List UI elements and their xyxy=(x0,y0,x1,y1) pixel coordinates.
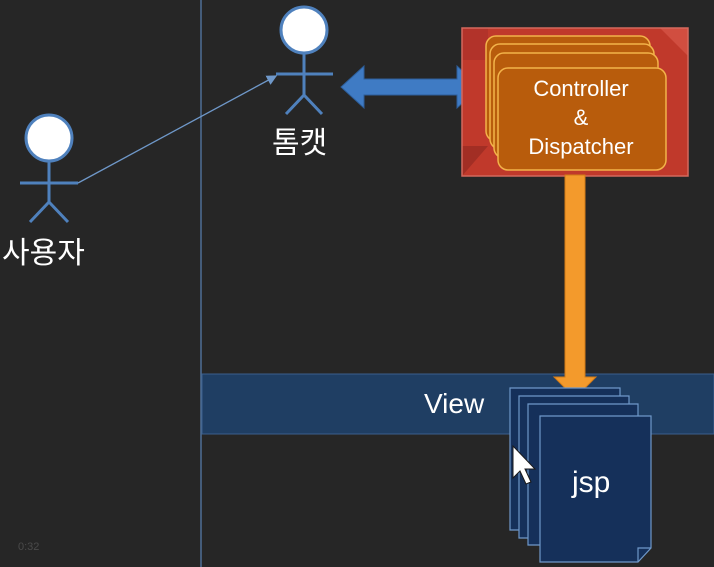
jsp-label: jsp xyxy=(572,466,611,499)
tomcat-controller-double-arrow xyxy=(340,64,481,110)
controller-label-line2: & xyxy=(573,105,589,130)
controller-card-stack xyxy=(485,35,667,171)
user-to-tomcat-connector xyxy=(77,75,278,184)
cursor-icon xyxy=(512,444,537,485)
controller-to-view-arrow xyxy=(552,174,598,399)
video-timestamp: 0:32 xyxy=(18,541,40,553)
controller-label-line1: Controller xyxy=(533,76,629,101)
controller-label: Controller & Dispatcher xyxy=(500,74,662,161)
jsp-page-stack-icon xyxy=(509,387,652,563)
tomcat-actor-icon xyxy=(276,5,333,116)
view-label: View xyxy=(424,388,485,419)
user-actor-icon xyxy=(20,113,78,224)
tomcat-label: 톰캣 xyxy=(272,126,328,161)
user-label: 사용자 xyxy=(2,236,85,271)
controller-label-line3: Dispatcher xyxy=(528,134,634,159)
